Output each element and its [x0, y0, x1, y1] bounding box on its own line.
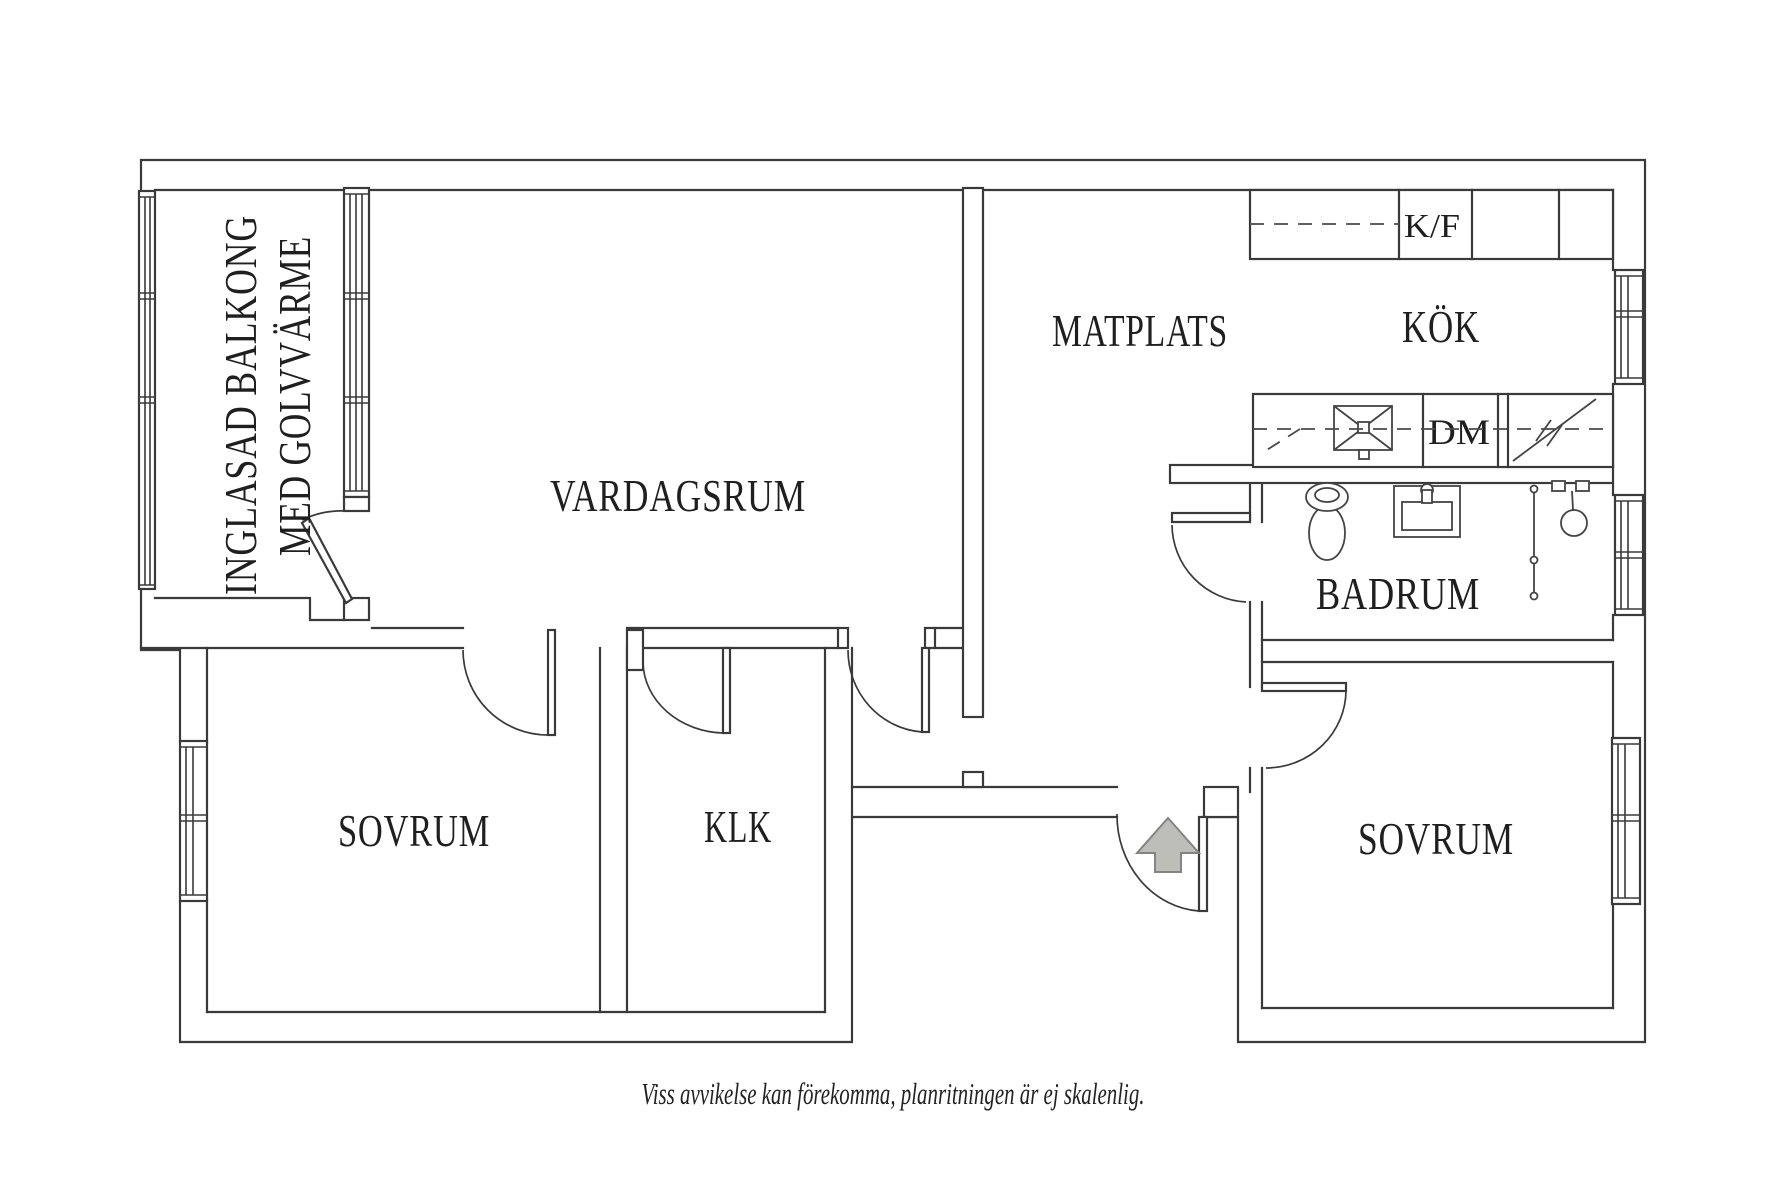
bathroom-fixtures	[1305, 480, 1590, 601]
hall-door-post-east	[923, 626, 937, 650]
lower-counter-dashed-line	[1253, 428, 1613, 454]
hall-livingroom-door	[847, 646, 931, 734]
livingroom-dining-partition	[961, 186, 985, 719]
balcony-door-post	[342, 596, 371, 622]
shower-icon	[1529, 480, 1590, 601]
bedroom-left-door	[462, 628, 557, 737]
bedroom-right-label: SOVRUM	[1358, 813, 1514, 864]
room-labels: INGLASAD BALKONG MED GOLVVÄRME VARDAGSRU…	[215, 208, 1514, 864]
kitchen-sink-icon	[1333, 405, 1393, 460]
balcony-door	[300, 510, 354, 605]
entry-door-post	[1202, 785, 1240, 819]
bedroom-left-label: SOVRUM	[338, 805, 490, 856]
hall-wall-notch	[961, 770, 985, 789]
fridge-freezer-label: K/F	[1404, 208, 1460, 245]
bathroom-door	[1170, 511, 1252, 603]
closet-door	[642, 646, 732, 735]
wall-blocks	[625, 186, 1615, 819]
dishwasher-label: DM	[1428, 412, 1490, 452]
balcony-glazing-window	[137, 189, 157, 591]
kitchen-upper-counter	[1248, 188, 1615, 261]
kitchen-window	[1613, 268, 1645, 386]
balcony-label-line2: MED GOLVVÄRME	[269, 236, 320, 556]
stove-icon	[1512, 398, 1597, 462]
closet-door-post	[625, 628, 645, 672]
window-sill	[342, 495, 371, 513]
inner-walls	[139, 188, 1615, 1014]
toilet-icon	[1305, 482, 1349, 561]
bedroom-right-window	[1610, 736, 1642, 906]
bedroom-left-window	[178, 739, 209, 903]
balcony-livingroom-window	[342, 186, 371, 622]
hall-door-post-west	[836, 626, 850, 650]
disclaimer-text: Viss avvikelse kan förekomma, planritnin…	[642, 1076, 1145, 1111]
dining-label: MATPLATS	[1052, 305, 1228, 356]
kitchen-label: KÖK	[1402, 301, 1480, 352]
closet-label: KLK	[704, 801, 772, 852]
entry-arrow-icon	[1134, 816, 1202, 873]
bathroom-sink-icon	[1393, 483, 1461, 538]
bathroom-label: BADRUM	[1316, 568, 1480, 619]
kitchen-lower-counter	[1251, 392, 1615, 469]
balcony-label-line1: INGLASAD BALKONG	[215, 215, 266, 595]
bedroom-right-door	[1260, 681, 1348, 769]
entry-door	[1116, 813, 1209, 913]
livingroom-label: VARDAGSRUM	[550, 470, 806, 521]
bathroom-window	[1613, 493, 1645, 617]
